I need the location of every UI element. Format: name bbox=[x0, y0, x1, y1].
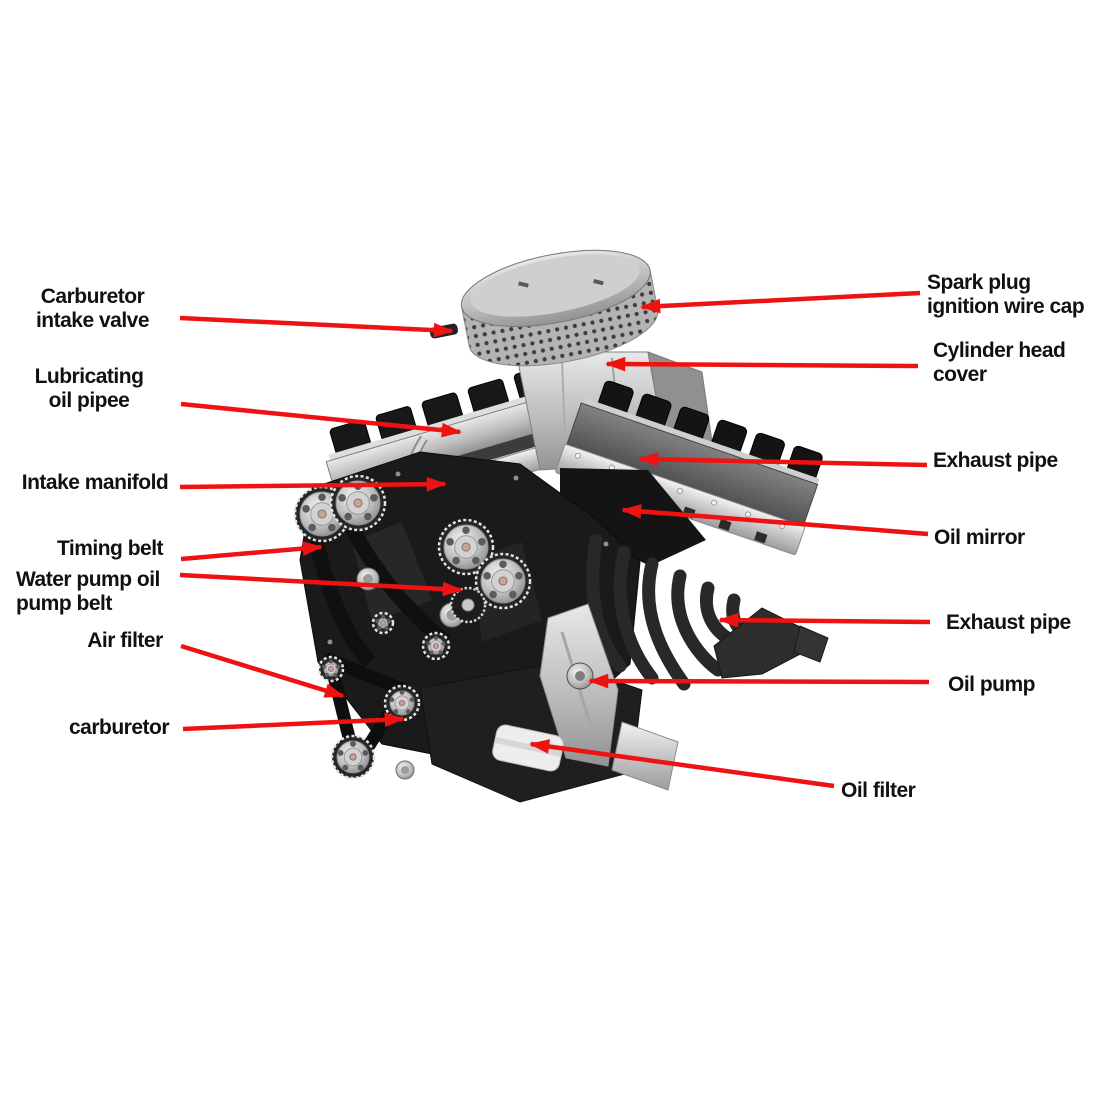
arrow-carburetor-intake-valve bbox=[179, 315, 455, 338]
label-line: pump belt bbox=[16, 591, 112, 615]
label-oil-pump: Oil pump bbox=[948, 673, 1036, 697]
gear bbox=[383, 684, 421, 722]
gear bbox=[371, 611, 395, 635]
label-line: oil pipee bbox=[48, 388, 130, 412]
label-line: Water pump oil bbox=[16, 568, 160, 591]
arrow-oil-pump bbox=[587, 673, 930, 689]
label-line: Cylinder head bbox=[933, 339, 1066, 362]
gear bbox=[421, 631, 451, 661]
label-line: Intake manifold bbox=[21, 471, 169, 494]
arrow-exhaust-pipe-upper bbox=[637, 452, 928, 468]
gear bbox=[330, 734, 376, 780]
label-line: Oil pump bbox=[948, 673, 1036, 696]
label-timing-belt: Timing belt bbox=[52, 537, 168, 561]
label-line: Timing belt bbox=[56, 537, 164, 560]
gear bbox=[437, 518, 495, 576]
oil-filter-body bbox=[492, 724, 564, 772]
gear bbox=[317, 655, 345, 683]
label-intake-manifold: Intake manifold bbox=[14, 471, 176, 495]
timing-gears bbox=[293, 474, 532, 780]
gear bbox=[329, 474, 387, 532]
label-line: Carburetor bbox=[40, 285, 145, 308]
exhaust-outlet bbox=[793, 625, 829, 663]
arrow-lubricating-oil-pipee bbox=[180, 401, 463, 438]
label-carburetor: carburetor bbox=[63, 716, 175, 740]
label-line: carburetor bbox=[68, 716, 170, 739]
label-line: Spark plug bbox=[927, 271, 1031, 294]
label-oil-mirror: Oil mirror bbox=[934, 526, 1025, 550]
arrow-oil-filter bbox=[528, 739, 835, 789]
label-line: Air filter bbox=[87, 629, 163, 652]
screw-slot bbox=[518, 281, 529, 288]
label-line: intake valve bbox=[35, 308, 150, 332]
arrow-air-filter bbox=[180, 643, 345, 699]
water-pump-pulley bbox=[449, 586, 487, 624]
air-filter-top-inner bbox=[470, 254, 640, 317]
label-line: cover bbox=[933, 362, 987, 386]
arrow-timing-belt bbox=[180, 541, 324, 562]
arrow-carburetor bbox=[182, 712, 406, 732]
label-line: Oil mirror bbox=[934, 526, 1025, 549]
label-air-filter: Air filter bbox=[80, 629, 170, 653]
oil-pump-hub bbox=[575, 671, 585, 681]
label-line: Exhaust pipe bbox=[946, 611, 1071, 634]
arrow-cylinder-head-cover bbox=[604, 356, 919, 372]
arrow-oil-mirror bbox=[620, 504, 929, 537]
label-exhaust-pipe-upper: Exhaust pipe bbox=[933, 449, 1058, 473]
arrow-exhaust-pipe-lower bbox=[717, 612, 931, 628]
arrow-spark-plug-ignition-wire-cap bbox=[639, 290, 921, 314]
arrow-intake-manifold bbox=[179, 476, 448, 492]
label-line: Lubricating bbox=[34, 365, 144, 388]
arrow-water-pump-oil-pump-belt bbox=[179, 572, 464, 597]
idler-pulley bbox=[395, 760, 415, 780]
label-line: Exhaust pipe bbox=[933, 449, 1058, 472]
timing-belt-run bbox=[308, 538, 376, 668]
label-line: ignition wire cap bbox=[927, 294, 1085, 318]
label-exhaust-pipe-lower: Exhaust pipe bbox=[946, 611, 1071, 635]
accessory-belt-loop bbox=[323, 653, 411, 773]
screw-slot bbox=[593, 279, 604, 286]
label-oil-filter: Oil filter bbox=[841, 779, 916, 803]
gear bbox=[474, 552, 532, 610]
label-line: Oil filter bbox=[841, 779, 916, 802]
